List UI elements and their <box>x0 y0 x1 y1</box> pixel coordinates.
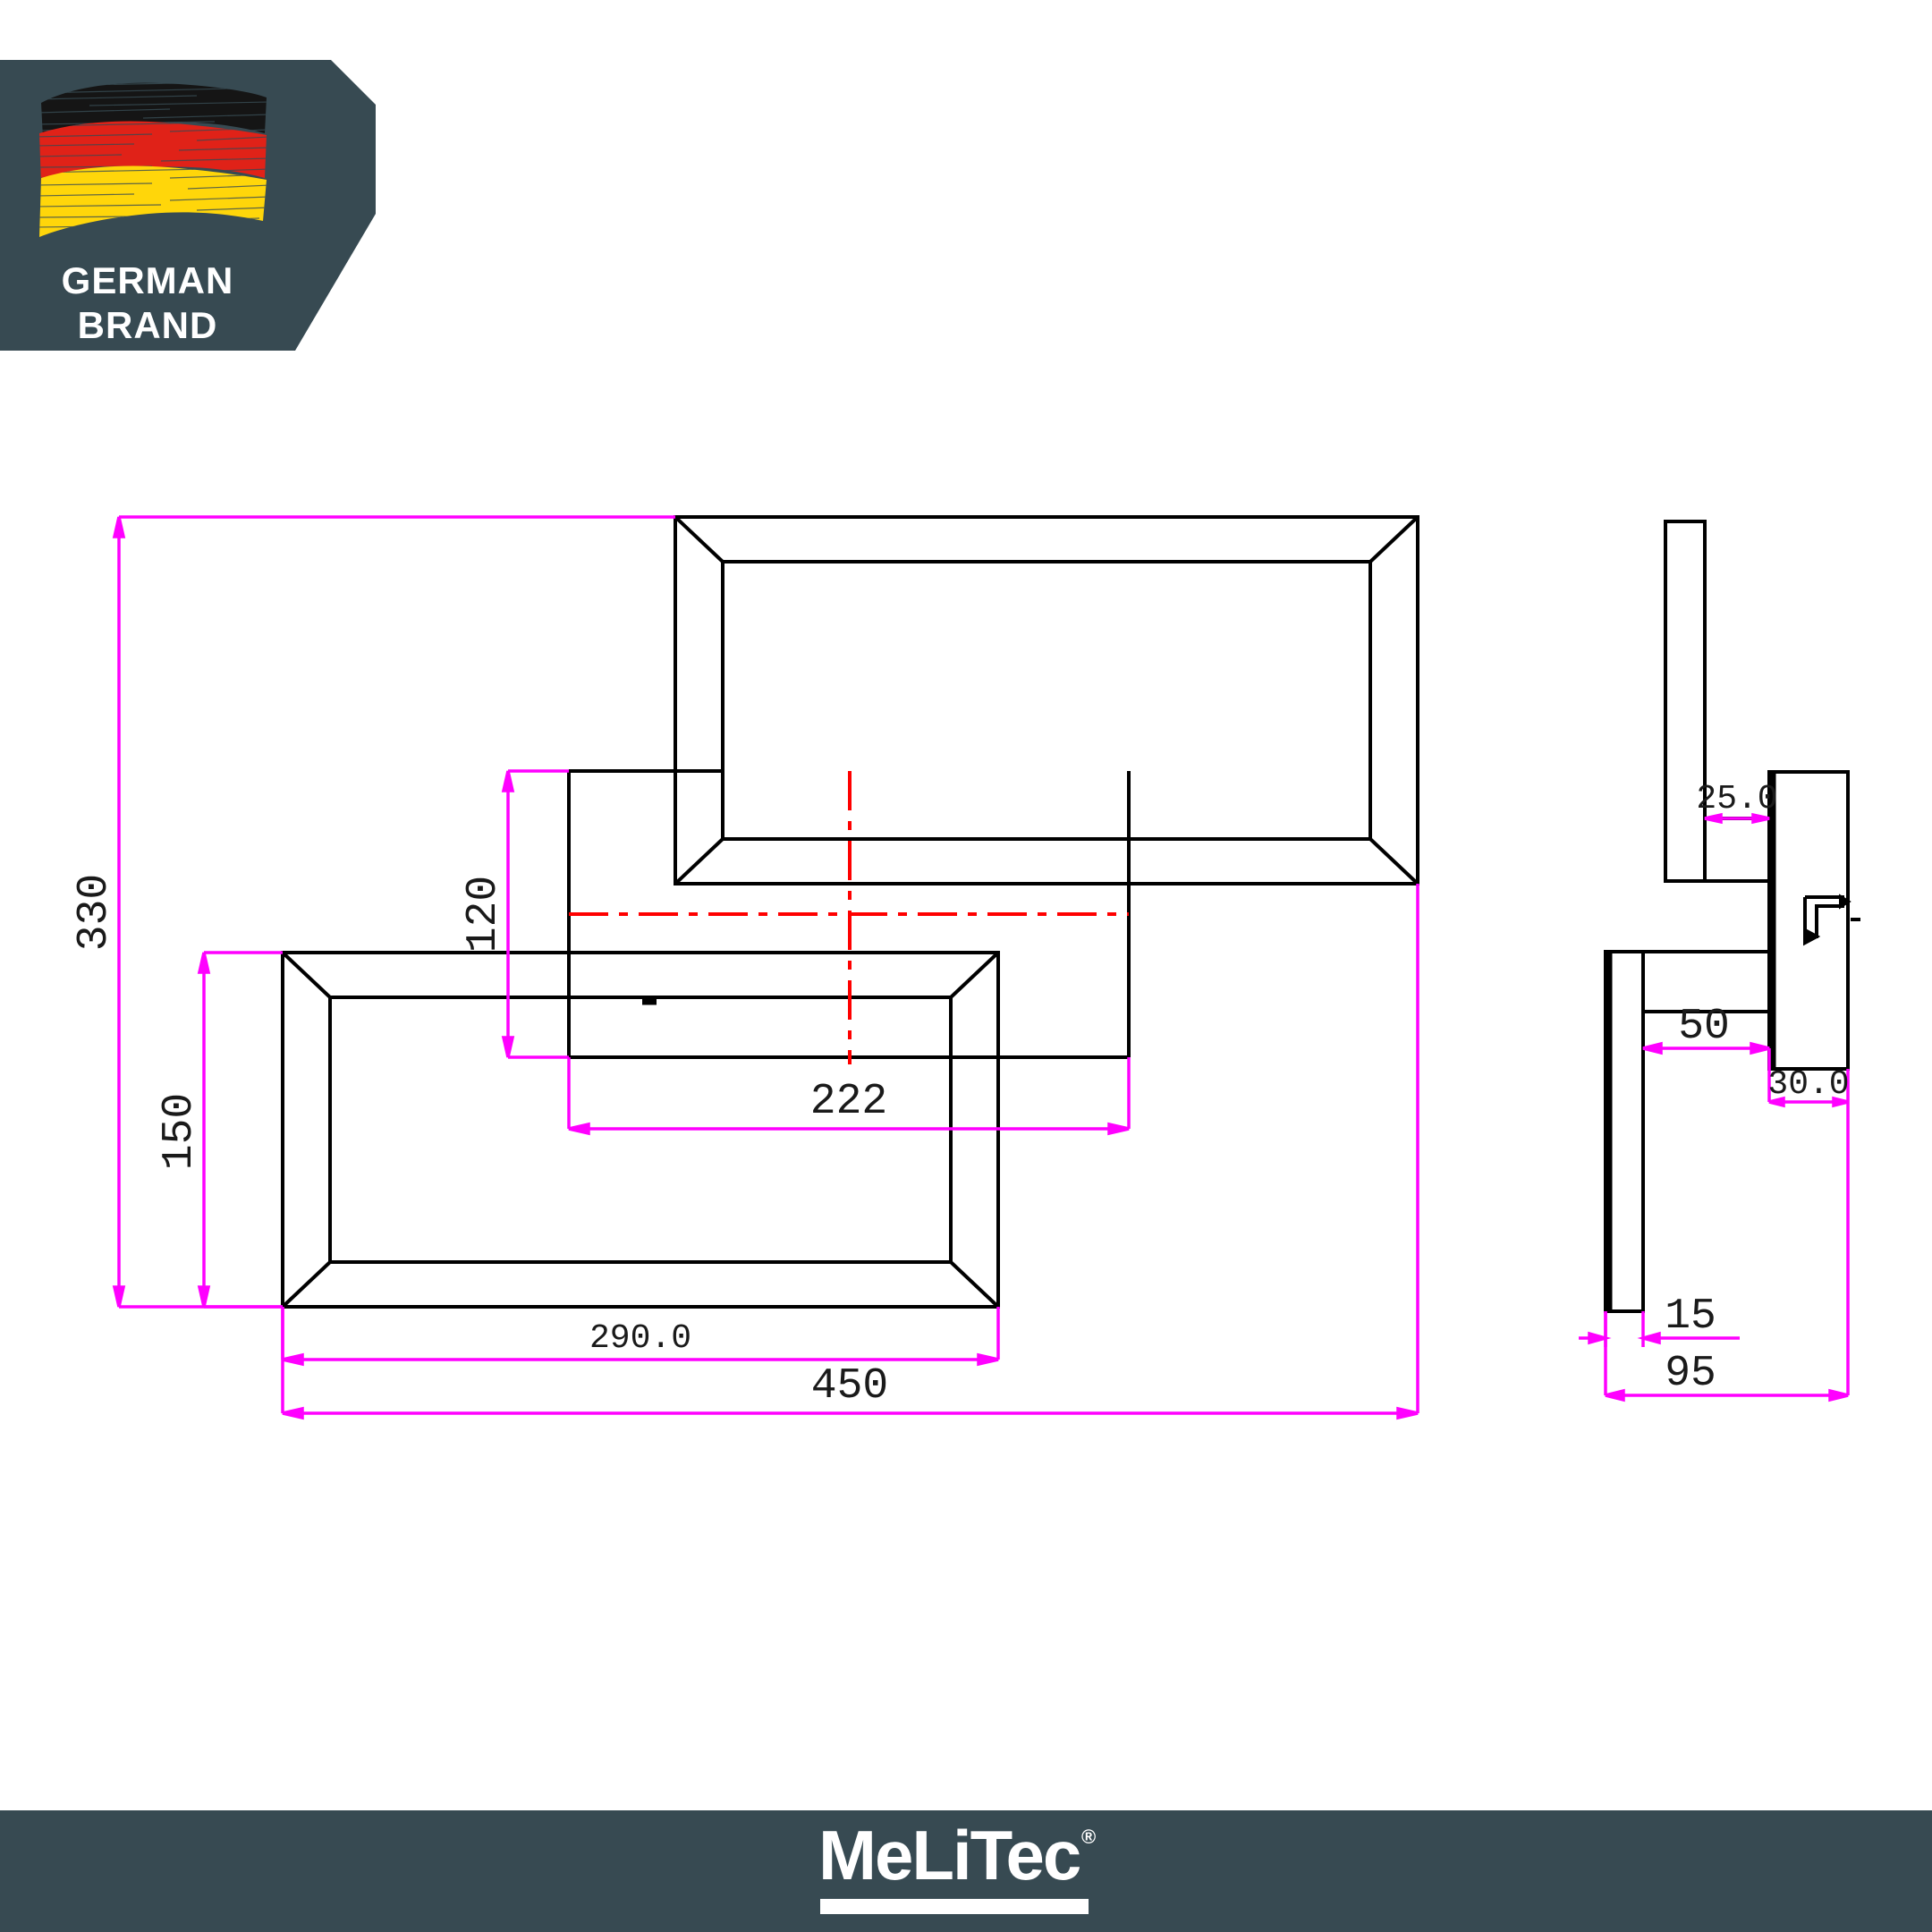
dimension-lower-frame-height <box>197 951 283 1309</box>
lower-arm-outline <box>567 997 953 1057</box>
badge-text-block: GERMAN BRAND <box>0 258 295 347</box>
footer-bar: MeLiTec ® <box>0 1810 1932 1932</box>
dimension-label-overall-height: 330 <box>71 874 119 951</box>
dimension-label-inner-width: 222 <box>810 1078 887 1126</box>
dimension-upper-arm-depth <box>1704 812 1770 825</box>
side-upper-back-plate <box>1664 520 1707 883</box>
dimension-label-lower-frame-width: 290.0 <box>589 1319 691 1358</box>
dimension-label-lower-frame-height: 150 <box>156 1093 204 1170</box>
dimension-lower-frame-width <box>281 1307 1000 1367</box>
side-view: 25.0 50 30.0 15 95 <box>1579 520 1860 1402</box>
german-flag-brush-icon <box>39 82 267 237</box>
dimension-label-lower-arm-depth: 50 <box>1678 1003 1730 1051</box>
dimension-overall-height <box>112 515 675 1309</box>
dimension-upper-arm-height <box>501 769 569 1059</box>
dimension-lower-arm-depth <box>1642 1041 1770 1055</box>
dimension-inner-width <box>567 1057 1131 1136</box>
dimension-label-overall-depth: 95 <box>1665 1350 1716 1398</box>
registered-trademark-icon: ® <box>1081 1826 1097 1848</box>
dimension-label-upper-arm-depth: 25.0 <box>1696 780 1777 818</box>
side-main-body <box>1767 770 1850 1071</box>
upper-frame-outline <box>674 515 1419 886</box>
dimension-label-body-depth: 30.0 <box>1767 1065 1849 1104</box>
melitec-underline-bar <box>820 1899 1089 1914</box>
dimension-body-depth <box>1767 1048 1850 1108</box>
side-lower-arm <box>1641 950 1769 1311</box>
side-hook-detail <box>1803 894 1860 946</box>
dimension-overall-depth <box>1604 1102 1850 1402</box>
german-brand-badge: GERMAN BRAND <box>0 60 376 351</box>
dimension-label-upper-arm-height: 120 <box>460 876 508 953</box>
dimension-overall-width <box>281 884 1419 1420</box>
melitec-wordmark: MeLiTec <box>818 1816 1081 1894</box>
melitec-logo-wrap: MeLiTec ® <box>818 1816 1114 1920</box>
technical-drawing: 330 150 120 222 290.0 450 <box>71 515 1860 1420</box>
dimension-label-overall-width: 450 <box>811 1362 888 1411</box>
badge-line-german: GERMAN <box>61 259 234 301</box>
side-upper-arm <box>1705 817 1769 883</box>
front-view: 330 150 120 222 290.0 450 <box>71 515 1419 1420</box>
melitec-logo: MeLiTec ® <box>0 1810 1932 1932</box>
badge-line-brand: BRAND <box>77 303 218 346</box>
dimension-label-plate-thickness: 15 <box>1665 1292 1716 1341</box>
